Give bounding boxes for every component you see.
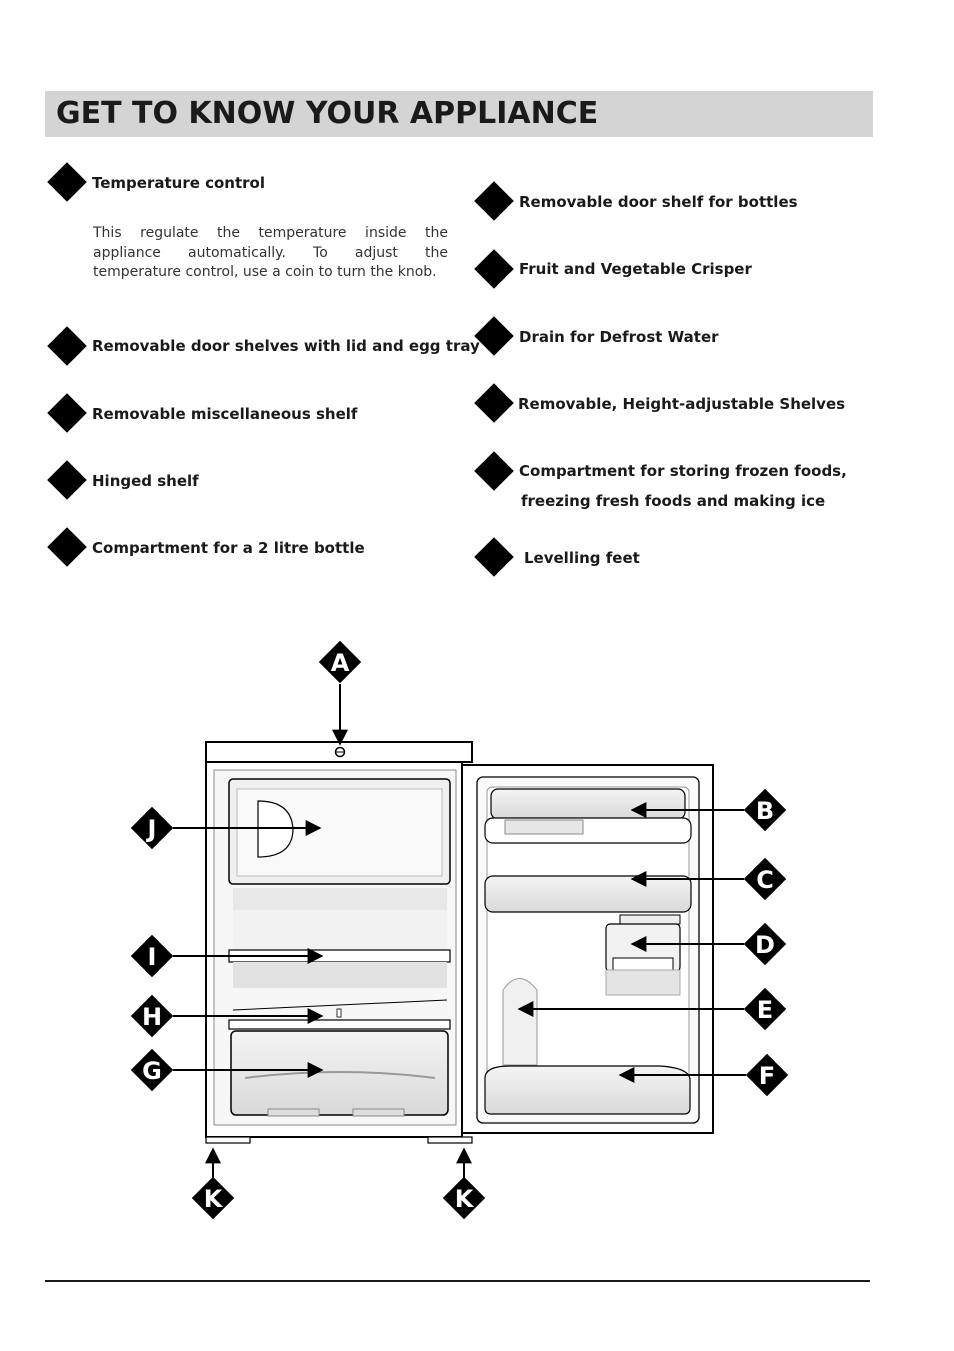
callout-B: B	[743, 788, 787, 832]
callout-letter: K	[204, 1185, 224, 1213]
callout-I: I	[130, 934, 174, 978]
feature-label: Compartment for a 2 litre bottle	[92, 539, 365, 557]
callout-letter: E	[757, 996, 773, 1024]
callout-letter: B	[756, 797, 774, 825]
callout-K-right: K	[442, 1176, 486, 1220]
feature-label: Hinged shelf	[92, 472, 199, 490]
feature-label: Removable door shelf for bottles	[519, 193, 798, 211]
callout-C: C	[743, 857, 787, 901]
title-bar: GET TO KNOW YOUR APPLIANCE	[45, 91, 873, 137]
leader-lines	[173, 684, 746, 1178]
callout-D: D	[743, 922, 787, 966]
callout-F: F	[745, 1053, 789, 1097]
callout-letter: A	[331, 649, 350, 677]
callout-K-left: K	[191, 1176, 235, 1220]
feature-label: Temperature control	[92, 174, 266, 192]
callout-letter: H	[142, 1003, 162, 1031]
page-title: GET TO KNOW YOUR APPLIANCE	[56, 96, 599, 131]
callout-A: A	[318, 640, 362, 684]
feature-label: Removable door shelves with lid and egg …	[92, 337, 480, 355]
freezer-compartment	[228, 778, 451, 885]
feature-label: freezing fresh foods and making ice	[521, 492, 826, 510]
feature-label: Removable, Height-adjustable Shelves	[518, 395, 846, 413]
interior	[228, 888, 451, 1117]
feature-label: Compartment for storing frozen foods,	[519, 462, 847, 480]
feature-label: Fruit and Vegetable Crisper	[519, 260, 752, 278]
callout-letter: C	[756, 866, 774, 894]
callout-H: H	[130, 994, 174, 1038]
callout-G: G	[130, 1048, 174, 1092]
feature-label: Removable miscellaneous shelf	[92, 405, 358, 423]
temperature-description: This regulate the temperature inside the…	[93, 225, 448, 280]
feature-label: Drain for Defrost Water	[519, 328, 719, 346]
callout-J: J	[130, 806, 174, 850]
feature-label: Levelling feet	[524, 549, 640, 567]
callout-E: E	[743, 987, 787, 1031]
callout-letter: F	[759, 1062, 775, 1090]
callout-letter: D	[755, 931, 775, 959]
callout-letter: K	[455, 1185, 475, 1213]
door	[461, 764, 714, 1134]
levelling-feet	[205, 1136, 473, 1144]
footer-divider	[45, 1280, 870, 1282]
callout-letter: J	[146, 815, 157, 843]
callout-letter: G	[142, 1057, 162, 1085]
callout-letter: I	[148, 943, 157, 971]
